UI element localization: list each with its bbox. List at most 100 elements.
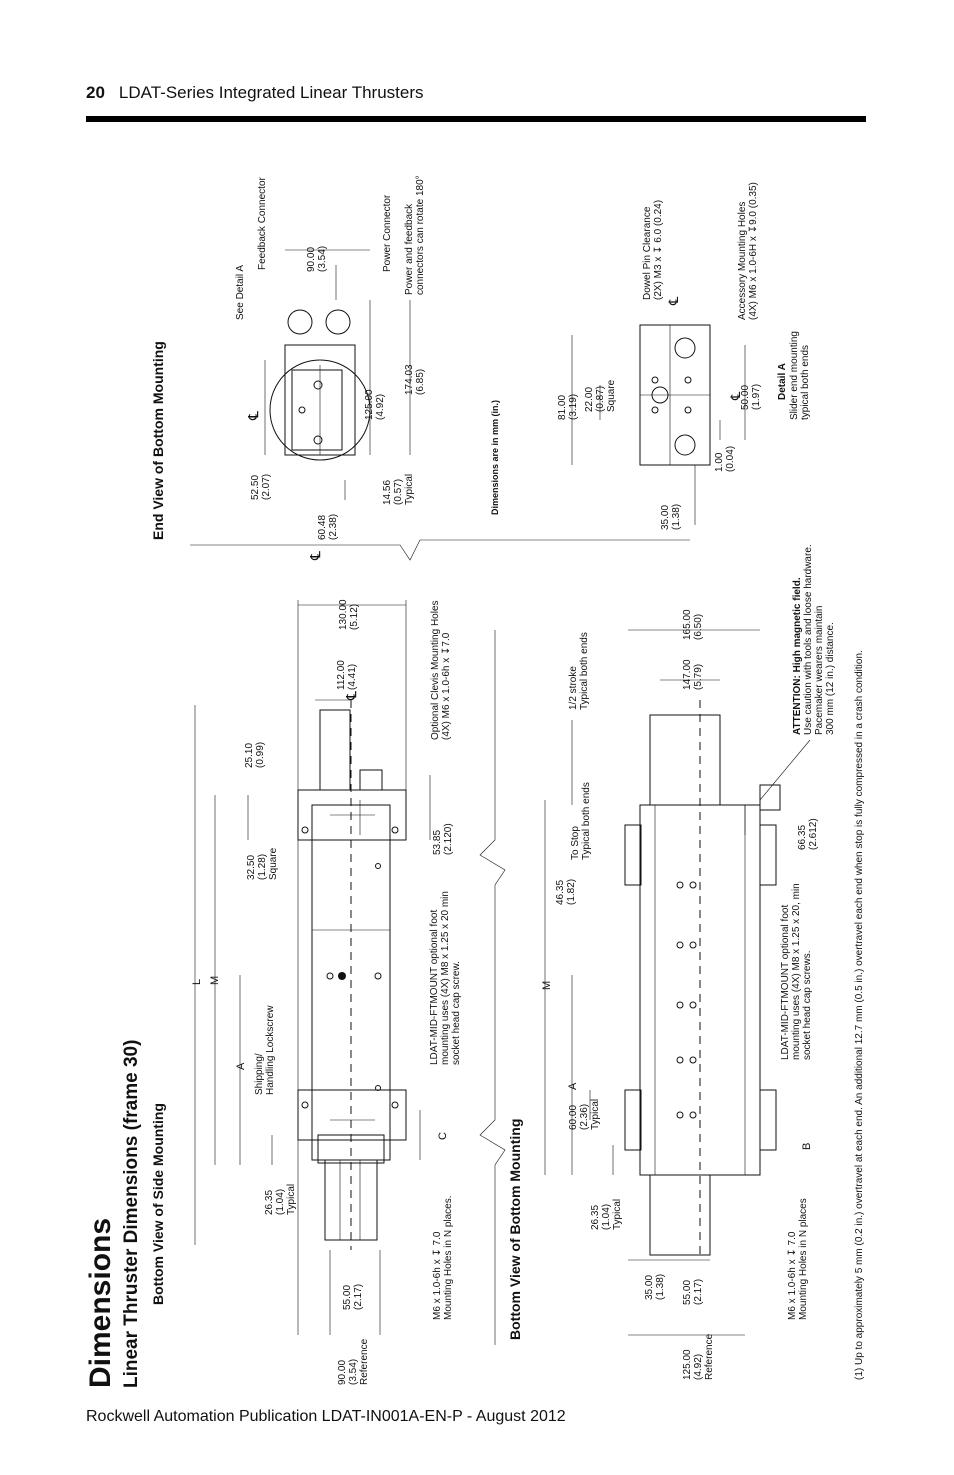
svg-text:(5.79): (5.79) bbox=[693, 664, 704, 690]
svg-text:46.35: 46.35 bbox=[555, 880, 566, 905]
svg-text:14.56: 14.56 bbox=[382, 480, 393, 505]
svg-text:A: A bbox=[567, 1082, 579, 1090]
svg-text:connectors can rotate 180°: connectors can rotate 180° bbox=[415, 175, 426, 295]
svg-text:(6.85): (6.85) bbox=[415, 369, 426, 395]
svg-text:(1.38): (1.38) bbox=[655, 1274, 666, 1300]
svg-text:(4.92): (4.92) bbox=[375, 394, 386, 420]
svg-text:Power Connector: Power Connector bbox=[382, 194, 393, 272]
svg-text:147.00: 147.00 bbox=[682, 659, 693, 690]
svg-text:Optional Clevis Mounting Holes: Optional Clevis Mounting Holes bbox=[430, 600, 441, 740]
svg-text:See Detail A: See Detail A bbox=[235, 265, 246, 320]
svg-text:(0.87): (0.87) bbox=[595, 386, 606, 412]
svg-text:Typical: Typical bbox=[612, 1199, 623, 1230]
svg-text:26.35: 26.35 bbox=[264, 1190, 275, 1215]
end-view-labels: 52.50(2.07) 60.48(2.38) 14.56(0.57)Typic… bbox=[235, 175, 500, 561]
footnote: (1) Up to approximately 5 mm (0.2 in.) o… bbox=[854, 650, 865, 1380]
svg-text:(2.07): (2.07) bbox=[261, 474, 272, 500]
svg-text:(0.04): (0.04) bbox=[725, 446, 736, 472]
running-title: LDAT-Series Integrated Linear Thrusters bbox=[118, 83, 424, 102]
svg-text:125.00: 125.00 bbox=[682, 1349, 693, 1380]
svg-text:Typical: Typical bbox=[590, 1099, 601, 1130]
svg-text:Accessory Mounting Holes: Accessory Mounting Holes bbox=[737, 202, 748, 320]
svg-text:(3.19): (3.19) bbox=[568, 394, 579, 420]
svg-text:typical both ends: typical both ends bbox=[800, 345, 811, 420]
svg-text:60.00: 60.00 bbox=[568, 1105, 579, 1130]
svg-text:32.50: 32.50 bbox=[246, 855, 257, 880]
svg-text:Linear Thruster Dimensions (fr: Linear Thruster Dimensions (frame 30) bbox=[121, 1040, 142, 1388]
svg-text:M6 x 1.0-6h x ↧ 7.0: M6 x 1.0-6h x ↧ 7.0 bbox=[787, 1231, 798, 1320]
svg-text:125.00: 125.00 bbox=[364, 389, 375, 420]
svg-text:Dimensions are in mm (in.): Dimensions are in mm (in.) bbox=[490, 400, 500, 515]
svg-text:Bottom View of Bottom Mounting: Bottom View of Bottom Mounting bbox=[507, 1119, 523, 1340]
svg-text:55.00: 55.00 bbox=[342, 1285, 353, 1310]
svg-text:M: M bbox=[541, 981, 553, 990]
break-line bbox=[479, 630, 506, 1345]
svg-text:℄: ℄ bbox=[245, 411, 261, 421]
svg-text:ATTENTION: High magnetic field: ATTENTION: High magnetic field. bbox=[792, 577, 803, 735]
svg-text:165.00: 165.00 bbox=[682, 609, 693, 640]
svg-text:90.00: 90.00 bbox=[337, 1360, 348, 1385]
bottom-view-title: Bottom View of Bottom Mounting bbox=[507, 1119, 523, 1340]
svg-text:Pacemaker wearers maintain: Pacemaker wearers maintain bbox=[814, 606, 825, 736]
svg-text:(3.54): (3.54) bbox=[317, 246, 328, 272]
svg-text:(1.04): (1.04) bbox=[601, 1204, 612, 1230]
svg-text:25.10: 25.10 bbox=[244, 743, 255, 768]
svg-text:Handling Lockscrew: Handling Lockscrew bbox=[265, 1005, 276, 1095]
svg-text:B: B bbox=[801, 1143, 813, 1150]
svg-text:(0.99): (0.99) bbox=[255, 742, 266, 768]
svg-text:(1) Up to approximately 5 mm (: (1) Up to approximately 5 mm (0.2 in.) o… bbox=[854, 650, 865, 1380]
svg-text:(2.36): (2.36) bbox=[579, 1104, 590, 1130]
end-view-drawing bbox=[269, 309, 371, 461]
svg-text:53.85: 53.85 bbox=[432, 830, 443, 855]
svg-text:M: M bbox=[209, 976, 221, 985]
svg-text:(1.38): (1.38) bbox=[671, 504, 682, 530]
svg-text:(4X) M6 x 1.0-6h x ↧7.0: (4X) M6 x 1.0-6h x ↧7.0 bbox=[441, 632, 452, 740]
detail-a-drawing bbox=[639, 324, 711, 466]
svg-text:To Stop: To Stop bbox=[570, 826, 581, 860]
svg-text:Reference: Reference bbox=[704, 1333, 715, 1380]
svg-text:(2.17): (2.17) bbox=[693, 1279, 704, 1305]
svg-text:LDAT-MID-FTMOUNT optional foot: LDAT-MID-FTMOUNT optional foot bbox=[780, 905, 791, 1060]
bottom-view-labels: 125.00(4.92)Reference 35.00(1.38) 55.00(… bbox=[541, 544, 836, 1380]
svg-text:90.00: 90.00 bbox=[306, 247, 317, 272]
svg-text:Bottom View of Side Mounting: Bottom View of Side Mounting bbox=[150, 1103, 166, 1305]
svg-text:mounting uses (4X) M8 x 1.25 x: mounting uses (4X) M8 x 1.25 x 20, min bbox=[791, 883, 802, 1060]
svg-text:Reference: Reference bbox=[359, 1338, 370, 1385]
side-view-labels: 90.00(3.54)Reference 55.00(2.17) 26.35(1… bbox=[191, 599, 462, 1385]
svg-text:Dowel Pin Clearance: Dowel Pin Clearance bbox=[642, 206, 653, 300]
break-line-end bbox=[190, 539, 690, 561]
svg-text:Typical both ends: Typical both ends bbox=[581, 782, 592, 860]
svg-text:66.35: 66.35 bbox=[797, 825, 808, 850]
svg-text:socket head cap screw.: socket head cap screw. bbox=[451, 961, 462, 1065]
svg-text:Mounting Holes in N places.: Mounting Holes in N places. bbox=[443, 1195, 454, 1320]
end-view-title: End View of Bottom Mounting bbox=[150, 341, 166, 540]
svg-text:Use caution with tools and loo: Use caution with tools and loose hardwar… bbox=[803, 544, 814, 735]
section-subtitle: Linear Thruster Dimensions (frame 30) bbox=[121, 1040, 142, 1388]
svg-text:(6.50): (6.50) bbox=[693, 614, 704, 640]
svg-text:(2X) M3 x ↧ 6.0 (0.24): (2X) M3 x ↧ 6.0 (0.24) bbox=[653, 200, 664, 300]
svg-text:Power and feedback: Power and feedback bbox=[404, 203, 415, 295]
page-title: Dimensions bbox=[84, 1218, 117, 1388]
side-view-title: Bottom View of Side Mounting bbox=[150, 1103, 166, 1305]
svg-text:mounting uses (4X) M8 x 1.25 x: mounting uses (4X) M8 x 1.25 x 20 min bbox=[440, 891, 451, 1065]
svg-text:174.03: 174.03 bbox=[404, 364, 415, 395]
detail-a-labels: 81.00(3.19) 22.00(0.87)Square 35.00(1.38… bbox=[557, 182, 811, 530]
svg-text:112.00: 112.00 bbox=[336, 660, 347, 690]
svg-text:Mounting Holes in N places: Mounting Holes in N places bbox=[798, 1198, 809, 1320]
svg-text:(1.97): (1.97) bbox=[751, 384, 762, 410]
svg-text:(4.41): (4.41) bbox=[347, 664, 358, 690]
header-rule bbox=[86, 116, 866, 122]
svg-text:Typical: Typical bbox=[404, 474, 415, 505]
svg-text:Shipping/: Shipping/ bbox=[254, 1053, 265, 1095]
svg-text:℄: ℄ bbox=[307, 551, 323, 561]
svg-text:(1.04): (1.04) bbox=[275, 1189, 286, 1215]
side-view-drawing bbox=[297, 700, 407, 1250]
side-view-dimensions bbox=[194, 600, 431, 1335]
svg-text:Dimensions: Dimensions bbox=[84, 1218, 117, 1388]
svg-text:Typical both ends: Typical both ends bbox=[579, 632, 590, 710]
svg-text:LDAT-MID-FTMOUNT optional foot: LDAT-MID-FTMOUNT optional foot bbox=[429, 910, 440, 1065]
svg-text:Detail A: Detail A bbox=[777, 363, 788, 400]
svg-text:50.00: 50.00 bbox=[740, 385, 751, 410]
svg-text:Slider end mounting: Slider end mounting bbox=[789, 331, 800, 420]
